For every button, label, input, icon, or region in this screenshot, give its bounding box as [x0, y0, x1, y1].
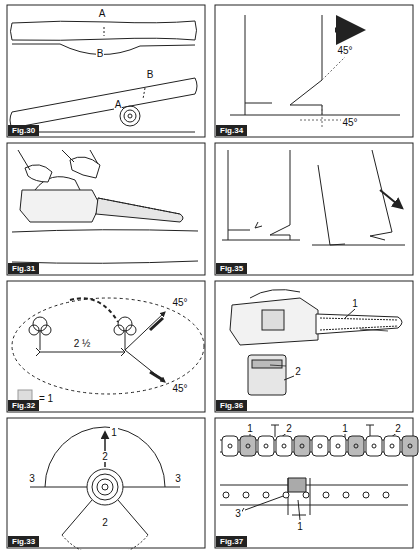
leader-line	[284, 376, 294, 380]
figure-number: Fig.34	[216, 125, 247, 136]
chain-rivet	[263, 492, 269, 498]
chain-link	[258, 436, 274, 456]
callout-label: 2	[394, 423, 402, 434]
figure-number: Fig.32	[8, 400, 39, 411]
figure-number: Fig.36	[216, 400, 247, 411]
panel-frame	[7, 5, 205, 137]
chain-rivet	[354, 444, 358, 448]
figure-number: Fig.35	[216, 263, 247, 274]
log-illustration	[10, 21, 197, 132]
callout-label: 2	[294, 366, 302, 377]
callout-label: 3	[174, 473, 182, 484]
panel-frame	[215, 281, 413, 412]
chain-link	[294, 436, 310, 456]
chain-link	[276, 436, 292, 456]
chain-rivet	[228, 444, 232, 448]
leader-line	[345, 309, 355, 318]
callout-label: B	[146, 69, 155, 80]
callout-label: = 1	[38, 393, 54, 404]
chain-rivet	[372, 444, 376, 448]
panel-frame	[215, 5, 413, 137]
chain-rivet	[243, 492, 249, 498]
chainsaw	[230, 290, 402, 395]
callout-label: 3	[28, 473, 36, 484]
callout-label: 45°	[336, 45, 353, 56]
chain-rivet	[300, 444, 304, 448]
saw-chain	[220, 425, 418, 515]
panel-frame	[7, 143, 205, 275]
callout-label: 2	[101, 517, 109, 528]
chain-rivet	[246, 444, 250, 448]
callout-label: 1	[110, 427, 118, 438]
felling-sequence	[222, 150, 405, 245]
callout-label: A	[114, 99, 123, 110]
chain-link	[330, 436, 346, 456]
chain-rivet	[363, 492, 369, 498]
chain-link	[384, 436, 400, 456]
callout-label: A	[98, 8, 107, 19]
retreat-zones	[30, 427, 180, 550]
figure-number: Fig.30	[8, 125, 39, 136]
leader-line	[298, 500, 300, 520]
felling-notch	[230, 15, 400, 128]
callout-label: 1	[296, 521, 304, 532]
saw-on-log	[12, 150, 198, 263]
chain-rivet	[323, 492, 329, 498]
chain-link	[240, 436, 256, 456]
chain-link	[402, 436, 418, 456]
felling-zone	[12, 298, 204, 404]
figure-number: Fig.33	[8, 536, 39, 547]
callout-label: 2	[285, 423, 293, 434]
chain-rivet	[343, 492, 349, 498]
callout-label: 1	[341, 423, 349, 434]
panel-frame	[215, 418, 413, 548]
chain-rivet	[223, 492, 229, 498]
chain-rivet	[383, 492, 389, 498]
chain-link	[222, 436, 238, 456]
callout-label: B	[96, 48, 105, 59]
callout-label: 45°	[341, 117, 358, 128]
chain-rivet	[408, 444, 412, 448]
callout-label: 1	[351, 298, 359, 309]
callout-label: 3	[234, 508, 242, 519]
figure-number: Fig.37	[216, 536, 247, 547]
chain-rivet	[318, 444, 322, 448]
callout-label: 2 ½	[73, 338, 92, 349]
chain-rivet	[303, 492, 309, 498]
chain-link	[348, 436, 364, 456]
panel-frame	[7, 281, 205, 412]
chain-link	[312, 436, 328, 456]
callout-label: 2	[101, 451, 109, 462]
callout-label: 45°	[171, 383, 188, 394]
callout-label: 45°	[171, 297, 188, 308]
chain-rivet	[336, 444, 340, 448]
chain-rivet	[283, 492, 289, 498]
figure-number: Fig.31	[8, 263, 39, 274]
panel-frame	[7, 418, 205, 548]
chain-link	[366, 436, 382, 456]
chain-rivet	[390, 444, 394, 448]
callout-label: 1	[246, 423, 254, 434]
panel-frame	[215, 143, 413, 275]
chain-rivet	[282, 444, 286, 448]
chain-rivet	[264, 444, 268, 448]
